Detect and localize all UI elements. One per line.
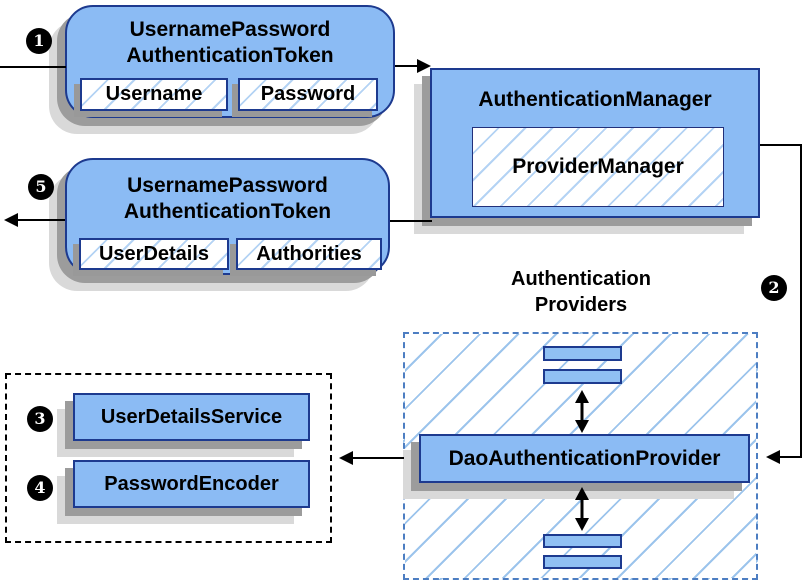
provider-placeholder-bar xyxy=(543,346,622,361)
dao-authentication-provider-node: DaoAuthenticationProvider xyxy=(419,434,750,483)
authentication-providers-label: Authentication Providers xyxy=(431,266,731,318)
provider-manager-node: ProviderManager xyxy=(472,127,724,207)
authentication-providers-label-line1: Authentication xyxy=(511,268,651,290)
node-title-line2: AuthenticationToken xyxy=(123,200,332,223)
user-details-service-node: UserDetailsService xyxy=(73,393,310,441)
step-2-badge: 2 xyxy=(761,275,787,301)
authentication-manager-node: AuthenticationManager ProviderManager xyxy=(430,68,760,218)
node-title-line1: UsernamePassword xyxy=(129,18,331,41)
provider-placeholder-bar xyxy=(543,534,622,548)
username-password-token-request-node: UsernamePassword AuthenticationToken Use… xyxy=(65,5,395,118)
arrowhead-left-icon xyxy=(766,450,780,464)
authorities-field: Authorities xyxy=(236,238,382,270)
authentication-providers-label-line2: Providers xyxy=(534,294,628,316)
arrowhead-left-icon xyxy=(4,213,18,227)
password-field: Password xyxy=(238,78,378,111)
provider-placeholder-bar xyxy=(543,555,622,569)
username-password-token-response-node: UsernamePassword AuthenticationToken Use… xyxy=(65,158,390,275)
arrowhead-right-icon xyxy=(417,59,431,73)
node-title: UsernamePassword AuthenticationToken xyxy=(67,173,388,225)
services-group xyxy=(5,373,332,543)
step-4-badge: 4 xyxy=(27,475,53,501)
node-title-line1: UsernamePassword xyxy=(127,174,328,197)
node-title-line2: AuthenticationToken xyxy=(126,44,334,67)
step-1-badge: 1 xyxy=(26,28,52,54)
authentication-manager-title: AuthenticationManager xyxy=(478,88,712,111)
arrowhead-left-icon xyxy=(339,451,353,465)
password-encoder-node: PasswordEncoder xyxy=(73,460,310,508)
step-5-badge: 5 xyxy=(28,174,54,200)
step-3-badge: 3 xyxy=(27,406,53,432)
connector-step2-path xyxy=(760,144,802,458)
username-field: Username xyxy=(80,78,228,111)
user-details-field: UserDetails xyxy=(79,238,229,270)
provider-placeholder-bar xyxy=(543,369,622,384)
node-title: UsernamePassword AuthenticationToken xyxy=(67,17,393,69)
